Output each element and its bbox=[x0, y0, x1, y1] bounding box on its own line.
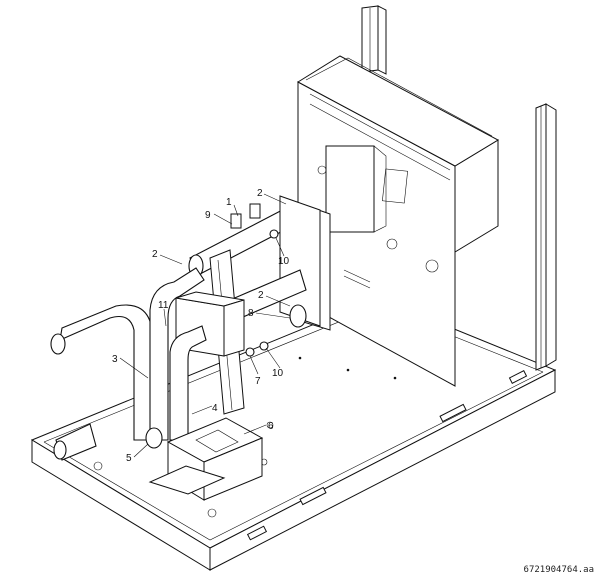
callout-3: 3 bbox=[112, 354, 118, 365]
corner-posts bbox=[361, 5, 557, 371]
callout-2-top: 2 bbox=[257, 188, 263, 199]
callouts: 1 2 2 2 3 4 5 6 7 8 9 10 10 11 bbox=[112, 188, 290, 464]
cabinet-panel bbox=[296, 55, 500, 387]
callout-1: 1 bbox=[226, 197, 232, 208]
base-frame bbox=[30, 297, 557, 571]
callout-8: 8 bbox=[248, 308, 254, 319]
callout-11: 11 bbox=[158, 300, 169, 311]
callout-7: 7 bbox=[255, 376, 261, 387]
document-id: 6721904764.aa bbox=[523, 565, 594, 575]
callout-6: 6 bbox=[268, 421, 274, 432]
callout-9: 9 bbox=[205, 210, 211, 221]
leader-lines bbox=[119, 193, 291, 458]
callout-5: 5 bbox=[126, 453, 132, 464]
callout-4: 4 bbox=[212, 403, 218, 414]
callout-10-bottom: 10 bbox=[272, 368, 284, 379]
return-piping bbox=[50, 267, 207, 461]
callout-10-top: 10 bbox=[278, 256, 290, 267]
callout-2-mid: 2 bbox=[258, 290, 264, 301]
callout-2-left: 2 bbox=[152, 249, 158, 260]
pump bbox=[145, 417, 264, 501]
